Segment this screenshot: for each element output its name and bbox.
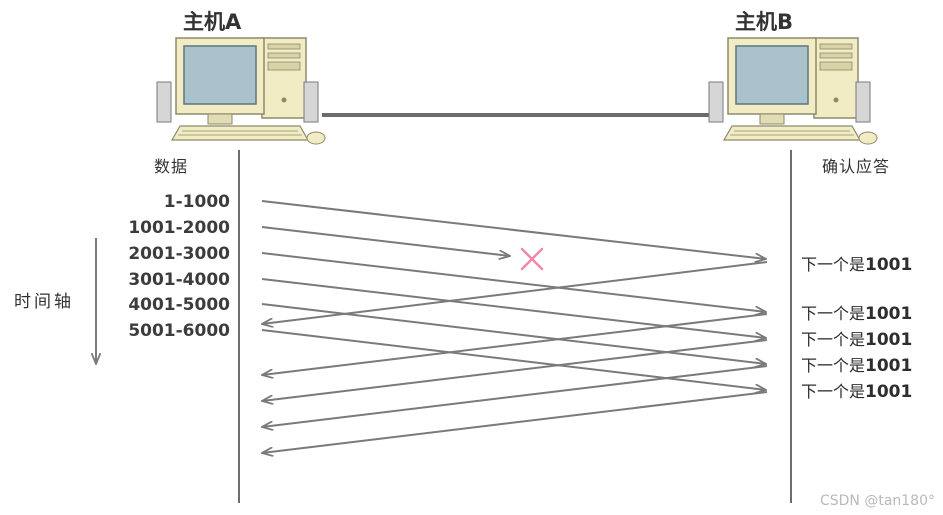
data-arrow-4001-5000 [261,303,766,364]
segment-label: 5001-6000 [128,321,230,341]
ack-label: 下一个是1001 [801,255,912,275]
time-axis-label: 时间轴 [14,292,74,312]
ack-label: 下一个是1001 [801,356,912,376]
data-arrow-5001-6000 [261,329,766,390]
segment-label: 1-1000 [164,192,230,212]
segment-label: 2001-3000 [128,244,230,264]
host-b-title: 主机B [735,10,793,34]
ack-label: 下一个是1001 [801,382,912,402]
host-b-computer-icon [708,37,878,145]
host-a-computer-icon [156,37,326,145]
host-b-column-label: 确认应答 [822,157,890,176]
segment-label: 1001-2000 [128,218,230,238]
ack-arrow [262,313,768,375]
data-arrow-1-1000 [261,200,766,259]
segment-label: 4001-5000 [128,295,230,315]
ack-label: 下一个是1001 [801,304,912,324]
data-arrow-2001-3000 [261,252,766,312]
data-arrows [261,200,766,390]
lost-packet-marker [520,247,544,271]
ack-arrow [262,261,768,324]
ack-arrow [262,339,768,401]
data-arrow-1001-2000-lost [261,226,510,256]
segment-labels: 1-1000 1001-2000 2001-3000 3001-4000 400… [128,192,230,341]
watermark: CSDN @tan180° [820,493,935,509]
ack-arrow [262,391,768,453]
data-arrow-3001-4000 [261,278,766,338]
host-a-title: 主机A [183,10,242,34]
ack-label: 下一个是1001 [801,330,912,350]
ack-arrow [262,365,768,427]
host-a-column-label: 数据 [154,157,188,176]
ack-labels: 下一个是1001 下一个是1001 下一个是1001 下一个是1001 下一个是… [801,255,912,402]
segment-label: 3001-4000 [128,270,230,290]
ack-arrows [262,261,768,453]
